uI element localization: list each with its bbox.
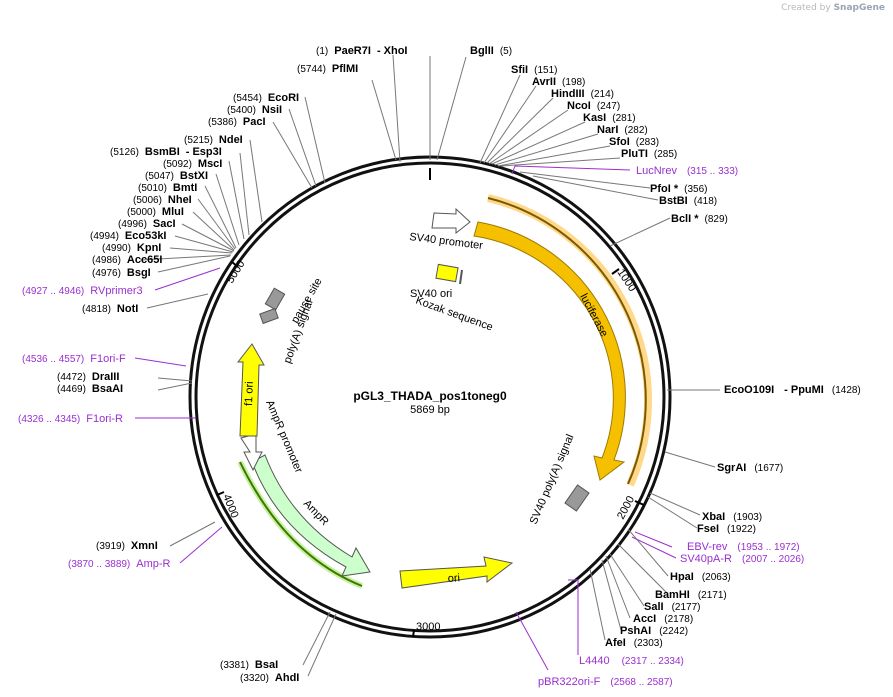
sv40-promoter-arrow bbox=[431, 207, 471, 235]
site-nari: NarI(282) bbox=[597, 124, 648, 136]
ampr-promoter-arrow bbox=[240, 433, 263, 472]
site-fsei: FseI(1922) bbox=[697, 523, 756, 535]
plasmid-size: 5869 bp bbox=[410, 404, 450, 416]
sv40-ori-box bbox=[435, 263, 459, 283]
site-nsii: (5400)NsiI bbox=[227, 104, 282, 116]
tick-5000-mark bbox=[231, 261, 239, 268]
sv40-polya-box bbox=[564, 484, 590, 512]
ampr-arrow bbox=[251, 454, 371, 577]
site-bsmbi: (5126)BsmBI- Esp3I bbox=[110, 146, 222, 158]
f1-ori-label: f1 ori bbox=[243, 381, 256, 406]
site-sali: SalI(2177) bbox=[644, 601, 700, 613]
f1-ori-arrow bbox=[236, 343, 265, 437]
primer-amp-r: (3870 .. 3889)Amp-R bbox=[68, 558, 171, 570]
site-sgrai: SgrAI(1677) bbox=[717, 462, 783, 474]
ampr-promoter-label: AmpR promoter bbox=[263, 398, 305, 474]
site-sfoi: SfoI(283) bbox=[609, 136, 659, 148]
primer-f1ori-r: (4326 .. 4345)F1ori-R bbox=[18, 413, 123, 425]
ori-label: ori bbox=[447, 572, 460, 585]
site-paci: (5386)PacI bbox=[208, 116, 266, 128]
kozak-mark bbox=[459, 269, 463, 285]
site-saci: (4996)SacI bbox=[118, 218, 176, 230]
site-xbai: XbaI(1903) bbox=[702, 511, 762, 523]
site-kpni: (4990)KpnI bbox=[102, 242, 161, 254]
watermark-brand: SnapGene bbox=[833, 3, 885, 13]
tick-1000-mark bbox=[611, 268, 620, 275]
site-bsaai: (4469)BsaAI bbox=[57, 383, 123, 395]
site-ecori: (5454)EcoRI bbox=[233, 92, 299, 104]
site-bsai: (3381)BsaI bbox=[220, 659, 278, 671]
luciferase-thin-arc bbox=[487, 197, 647, 485]
site-noti: (4818)NotI bbox=[82, 303, 138, 315]
site-bstbi: BstBI(418) bbox=[659, 195, 717, 207]
site-ndei: (5215)NdeI bbox=[184, 134, 243, 146]
tick-3000-mark bbox=[412, 629, 415, 638]
sv40-ori-label: SV40 ori bbox=[410, 288, 452, 300]
site-hindiii: HindIII(214) bbox=[551, 88, 614, 100]
primer-labels: LucNrev(315 .. 333) EBV-rev(1953 .. 1972… bbox=[18, 165, 804, 688]
site-bstxi: (5047)BstXI bbox=[145, 170, 208, 182]
kozak-label: Kozak sequence bbox=[414, 295, 495, 334]
site-pluti: PluTI(285) bbox=[621, 148, 677, 160]
tick-2000-mark bbox=[634, 500, 645, 506]
snapgene-watermark: Created by SnapGene bbox=[781, 3, 885, 13]
site-ahdi: (3320)AhdI bbox=[240, 672, 299, 684]
site-nhei: (5006)NheI bbox=[133, 194, 192, 206]
site-draiii: (4472)DraIII bbox=[57, 371, 119, 383]
primer-f1ori-f: (4536 .. 4557)F1ori-F bbox=[22, 353, 126, 365]
site-pshai: PshAI(2242) bbox=[620, 625, 688, 637]
leader-lines bbox=[139, 54, 720, 677]
site-bcli: BclI *(829) bbox=[671, 213, 728, 225]
site-pfoi: PfoI *(356) bbox=[650, 183, 707, 195]
site-eco53ki: (4994)Eco53kI bbox=[90, 230, 167, 242]
ori-arrow bbox=[399, 556, 514, 589]
primer-pbr322ori-f: pBR322ori-F(2568 .. 2587) bbox=[538, 676, 673, 688]
tick-4000-mark bbox=[216, 491, 225, 496]
watermark-prefix: Created by bbox=[781, 3, 831, 13]
site-kasi: KasI(281) bbox=[583, 112, 636, 124]
site-ncoi: NcoI(247) bbox=[567, 100, 620, 112]
site-bglii: BglII(5) bbox=[470, 45, 512, 57]
site-afei: AfeI(2303) bbox=[605, 637, 663, 649]
luciferase-arrow bbox=[473, 221, 626, 481]
site-avrii: AvrII(198) bbox=[532, 76, 585, 88]
primer-sv40pa-r: SV40pA-R(2007 .. 2026) bbox=[680, 553, 804, 565]
site-ecoo109i: EcoO109I- PpuMI(1428) bbox=[724, 384, 861, 396]
polya-signal-box bbox=[259, 307, 279, 325]
site-acc65i: (4986)Acc65I bbox=[92, 254, 162, 266]
primer-ebv-rev: EBV-rev(1953 .. 1972) bbox=[687, 541, 800, 553]
site-mlui: (5000)MluI bbox=[127, 206, 184, 218]
site-bmti: (5010)BmtI bbox=[138, 182, 197, 194]
tick-5000-label: 5000 bbox=[224, 258, 247, 285]
primer-rvprimer3: (4927 .. 4946)RVprimer3 bbox=[22, 285, 143, 297]
plasmid-name: pGL3_THADA_pos1toneg0 bbox=[353, 389, 507, 403]
site-pflmi: (5744)PflMI bbox=[297, 63, 358, 75]
site-hpai: HpaI(2063) bbox=[670, 571, 731, 583]
pause-site-box bbox=[264, 287, 286, 311]
primer-l4440: L4440(2317 .. 2334) bbox=[579, 655, 684, 667]
primer-lucnrev: LucNrev(315 .. 333) bbox=[636, 165, 738, 177]
site-labels: (1)PaeR7I- XhoI (5744)PflMI BglII(5) Sfi… bbox=[57, 45, 861, 684]
tick-3000-label: 3000 bbox=[416, 621, 440, 633]
tick-2000-label: 2000 bbox=[615, 494, 637, 521]
site-msci: (5092)MscI bbox=[163, 158, 222, 170]
site-xmni: (3919)XmnI bbox=[96, 540, 158, 552]
sv40-promoter-label: SV40 promoter bbox=[409, 231, 484, 252]
site-bsgi: (4976)BsgI bbox=[92, 267, 151, 279]
sv40-polya-label: SV40 poly(A) signal bbox=[528, 433, 577, 527]
site-acci: AccI(2178) bbox=[633, 613, 693, 625]
backbone-inner bbox=[194, 161, 666, 633]
site-paer7i: (1)PaeR7I- XhoI bbox=[316, 45, 408, 57]
ampr-thin-arc bbox=[239, 461, 363, 587]
primer-lines bbox=[134, 165, 677, 671]
site-sfii: SfiI(151) bbox=[511, 64, 557, 76]
site-bamhi: BamHI(2171) bbox=[655, 589, 727, 601]
